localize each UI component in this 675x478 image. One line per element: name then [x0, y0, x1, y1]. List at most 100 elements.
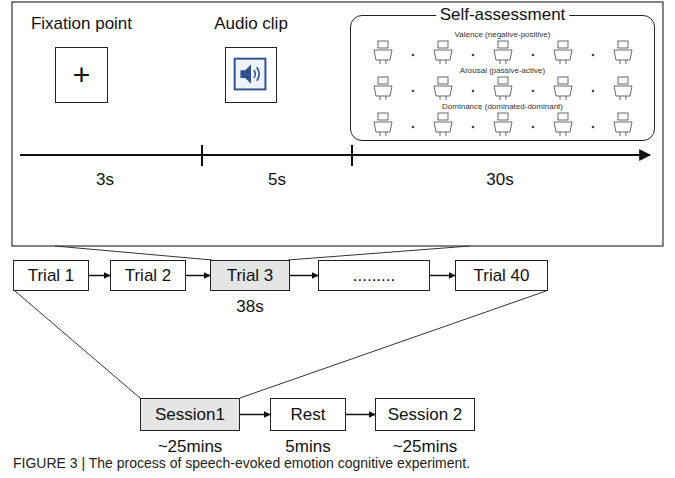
manikin-head	[498, 41, 508, 48]
duration-label: ~25mins	[393, 437, 458, 457]
manikin-body	[614, 122, 632, 132]
trial-box: Trial 338s	[210, 260, 290, 291]
scale-dot	[532, 54, 535, 57]
zoom-line	[15, 291, 140, 398]
zoom-line	[55, 246, 212, 260]
manikin-leg	[500, 132, 501, 136]
box-label: Rest	[291, 405, 326, 425]
manikin-body	[554, 122, 572, 132]
box-label: Session1	[155, 405, 225, 425]
manikin	[434, 113, 452, 136]
scale-dot	[532, 90, 535, 93]
scale-dot	[412, 90, 415, 93]
session-box: Session 2~25mins	[375, 398, 475, 431]
manikin-head	[438, 77, 448, 84]
manikin-body	[374, 50, 392, 60]
scale-dot	[532, 126, 535, 129]
manikin-leg	[380, 96, 381, 100]
manikin	[374, 113, 392, 136]
manikin-head	[378, 41, 388, 48]
manikin-body	[554, 50, 572, 60]
trial-box: Trial 40	[455, 260, 548, 291]
duration-label: 38s	[236, 297, 263, 317]
manikin-leg	[386, 96, 387, 100]
manikin-head	[438, 41, 448, 48]
manikin-head	[618, 77, 628, 84]
panel-heading: Self-assessment	[436, 5, 570, 25]
manikin-head	[378, 77, 388, 84]
manikin-leg	[566, 60, 567, 64]
manikin-body	[434, 122, 452, 132]
manikin	[614, 113, 632, 136]
manikin-head	[558, 77, 568, 84]
fixation-box: Fixation point+	[55, 47, 108, 103]
scale-dot	[592, 90, 595, 93]
scale-dot	[412, 126, 415, 129]
self-assessment-box: Self-assessmentValence (negative-positiv…	[350, 15, 655, 141]
scale-dot	[412, 54, 415, 57]
audio-box: Audio clip	[225, 47, 277, 103]
manikin	[434, 77, 452, 100]
scale-dot	[472, 54, 475, 57]
manikin-body	[434, 50, 452, 60]
sound-wave	[257, 67, 259, 80]
speaker-icon	[226, 48, 276, 102]
manikin	[554, 113, 572, 136]
manikin-head	[498, 77, 508, 84]
box-label: Trial 2	[125, 266, 172, 286]
manikin	[494, 113, 512, 136]
scale-dot	[472, 90, 475, 93]
manikin-leg	[620, 96, 621, 100]
zoom-line	[288, 246, 470, 260]
manikin-leg	[440, 132, 441, 136]
scale-dot	[592, 54, 595, 57]
manikin-leg	[440, 60, 441, 64]
zoom-line	[240, 291, 546, 398]
box-label: Trial 3	[227, 266, 274, 286]
manikin-leg	[566, 132, 567, 136]
manikin	[614, 41, 632, 64]
manikin-body	[614, 50, 632, 60]
manikin-leg	[386, 60, 387, 64]
stage-title: Audio clip	[214, 14, 288, 34]
manikin-leg	[620, 132, 621, 136]
manikin	[554, 41, 572, 64]
manikin-body	[494, 86, 512, 96]
manikin	[494, 41, 512, 64]
manikin	[494, 77, 512, 100]
box-label: .........	[353, 266, 396, 286]
flow-arrow	[89, 275, 110, 277]
manikin-leg	[386, 132, 387, 136]
manikin-body	[374, 122, 392, 132]
manikin	[614, 77, 632, 100]
manikin-leg	[626, 60, 627, 64]
duration-label: 30s	[486, 170, 513, 190]
trial-box: Trial 2	[110, 260, 186, 291]
manikin-leg	[506, 96, 507, 100]
scale-dot	[472, 126, 475, 129]
manikin-leg	[620, 60, 621, 64]
manikin-leg	[446, 96, 447, 100]
manikin-head	[378, 113, 388, 120]
manikin-leg	[446, 132, 447, 136]
manikin-body	[614, 86, 632, 96]
manikin-leg	[626, 96, 627, 100]
manikin-leg	[560, 132, 561, 136]
flow-arrow	[430, 275, 455, 277]
manikin-leg	[440, 96, 441, 100]
manikin	[554, 77, 572, 100]
timeline-tick	[201, 145, 203, 166]
scale-dot	[592, 126, 595, 129]
manikin-leg	[446, 60, 447, 64]
timeline-tick	[351, 145, 353, 166]
ellipsis-box: .........	[318, 260, 430, 291]
manikin-head	[438, 113, 448, 120]
manikin-body	[554, 86, 572, 96]
box-label: Trial 1	[28, 266, 75, 286]
manikin-leg	[560, 60, 561, 64]
manikin-leg	[500, 60, 501, 64]
manikin-body	[434, 86, 452, 96]
manikin-body	[494, 122, 512, 132]
trial-box: Trial 1	[13, 260, 89, 291]
figure-caption: FIGURE 3 | The process of speech-evoked …	[13, 455, 470, 471]
